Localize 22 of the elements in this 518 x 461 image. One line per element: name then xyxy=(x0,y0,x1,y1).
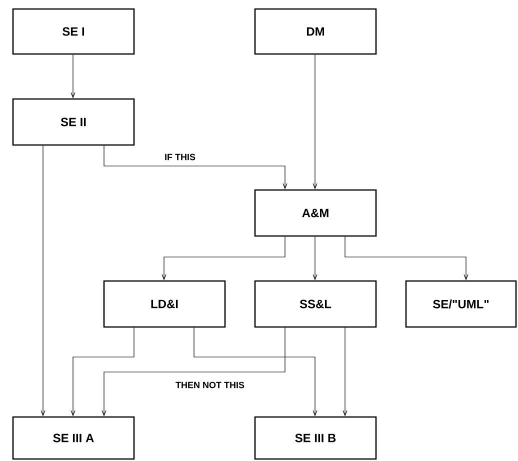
process-box: SS&L xyxy=(254,280,377,328)
arrow xyxy=(312,236,318,280)
arrow xyxy=(102,327,286,416)
edge-label: IF THIS xyxy=(164,152,196,162)
process-box: SE/"UML" xyxy=(405,280,517,328)
arrow xyxy=(40,145,46,416)
arrow xyxy=(342,327,348,416)
process-box: SE I xyxy=(12,8,135,55)
arrow xyxy=(312,54,318,190)
arrow xyxy=(104,145,288,190)
arrow xyxy=(344,236,468,280)
arrow xyxy=(70,327,134,416)
process-box: SE III A xyxy=(12,416,135,460)
process-box: DM xyxy=(254,8,377,55)
arrow xyxy=(194,327,318,416)
process-box: A&M xyxy=(254,189,377,237)
arrow xyxy=(70,54,76,98)
process-box: SE III B xyxy=(254,416,377,460)
edge-label: THEN NOT THIS xyxy=(174,380,246,390)
arrow xyxy=(162,236,286,280)
process-box: LD&I xyxy=(103,280,226,328)
process-box: SE II xyxy=(12,98,135,146)
